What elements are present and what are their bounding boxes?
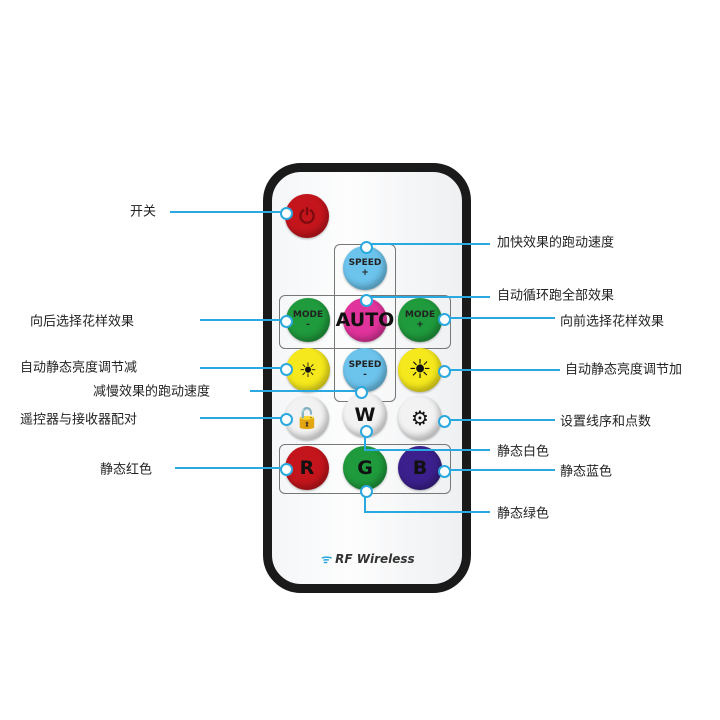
button-label: MODE <box>292 310 324 320</box>
button-label: + <box>361 268 369 278</box>
brand-label: ᯤ RF Wireless <box>320 552 415 566</box>
callout-dot <box>438 465 451 478</box>
settings-button[interactable]: ⚙ <box>398 396 442 440</box>
button-label: G <box>357 457 373 479</box>
button-label: W <box>354 404 376 426</box>
gear-icon: ⚙ <box>411 406 429 430</box>
callout-line <box>365 296 490 298</box>
label-red: 静态红色 <box>100 462 153 478</box>
label-mode-minus: 向后选择花样效果 <box>30 314 135 330</box>
button-label: - <box>363 370 367 380</box>
callout-dot <box>280 363 293 376</box>
button-label: R <box>299 457 315 479</box>
callout-dot <box>280 315 293 328</box>
callout-dot <box>360 294 373 307</box>
power-icon: ⏻ <box>299 204 315 228</box>
callout-line <box>364 490 366 512</box>
callout-dot <box>438 415 451 428</box>
blue-button[interactable]: B <box>398 446 442 490</box>
callout-line <box>200 367 285 369</box>
callout-dot <box>280 413 293 426</box>
mode-plus-button[interactable]: MODE+ <box>398 298 442 342</box>
sun-large-icon: ☀ <box>408 355 432 385</box>
callout-line <box>443 419 555 421</box>
wifi-icon: ᯤ <box>320 552 336 566</box>
button-label: SPEED <box>348 360 382 370</box>
label-speed-minus: 减慢效果的跑动速度 <box>93 384 211 400</box>
label-mode-plus: 向前选择花样效果 <box>560 314 665 330</box>
label-power: 开关 <box>130 204 157 220</box>
button-label: MODE <box>404 310 436 320</box>
callout-line <box>250 390 360 392</box>
green-button[interactable]: G <box>343 446 387 490</box>
button-label: SPEED <box>348 258 382 268</box>
label-bright-minus: 自动静态亮度调节减 <box>20 360 138 376</box>
button-label: - <box>306 320 310 330</box>
callout-line <box>365 243 490 245</box>
label-blue: 静态蓝色 <box>560 464 613 480</box>
callout-line <box>443 469 555 471</box>
button-label: B <box>412 457 428 479</box>
sun-small-icon: ☀ <box>299 358 317 382</box>
label-bright-plus: 自动静态亮度调节加 <box>565 362 683 378</box>
callout-line <box>443 317 555 319</box>
label-speed-plus: 加快效果的跑动速度 <box>497 235 615 251</box>
label-auto: 自动循环跑全部效果 <box>497 288 615 304</box>
callout-dot <box>438 365 451 378</box>
callout-line <box>443 369 560 371</box>
callout-line <box>170 211 285 213</box>
callout-dot <box>280 463 293 476</box>
callout-dot <box>360 241 373 254</box>
callout-line <box>364 430 366 451</box>
callout-dot <box>438 313 451 326</box>
callout-dot <box>360 425 373 438</box>
label-pair: 遥控器与接收器配对 <box>20 412 138 428</box>
callout-line <box>200 417 285 419</box>
label-white: 静态白色 <box>497 444 550 460</box>
button-label: + <box>416 320 424 330</box>
callout-dot <box>355 386 368 399</box>
brightness-up-button[interactable]: ☀ <box>398 348 442 392</box>
callout-line <box>364 511 490 513</box>
callout-line <box>175 467 285 469</box>
speed-plus-button[interactable]: SPEED+ <box>343 246 387 290</box>
speed-minus-button[interactable]: SPEED- <box>343 348 387 392</box>
callout-line <box>364 449 490 451</box>
callout-dot <box>280 207 293 220</box>
callout-dot <box>360 485 373 498</box>
label-green: 静态绿色 <box>497 506 550 522</box>
brightness-down-button[interactable]: ☀ <box>286 348 330 392</box>
label-settings: 设置线序和点数 <box>560 414 652 430</box>
mode-minus-button[interactable]: MODE- <box>286 298 330 342</box>
unlock-icon: 🔓 <box>294 406 320 430</box>
button-label: AUTO <box>335 309 395 331</box>
callout-line <box>200 319 285 321</box>
